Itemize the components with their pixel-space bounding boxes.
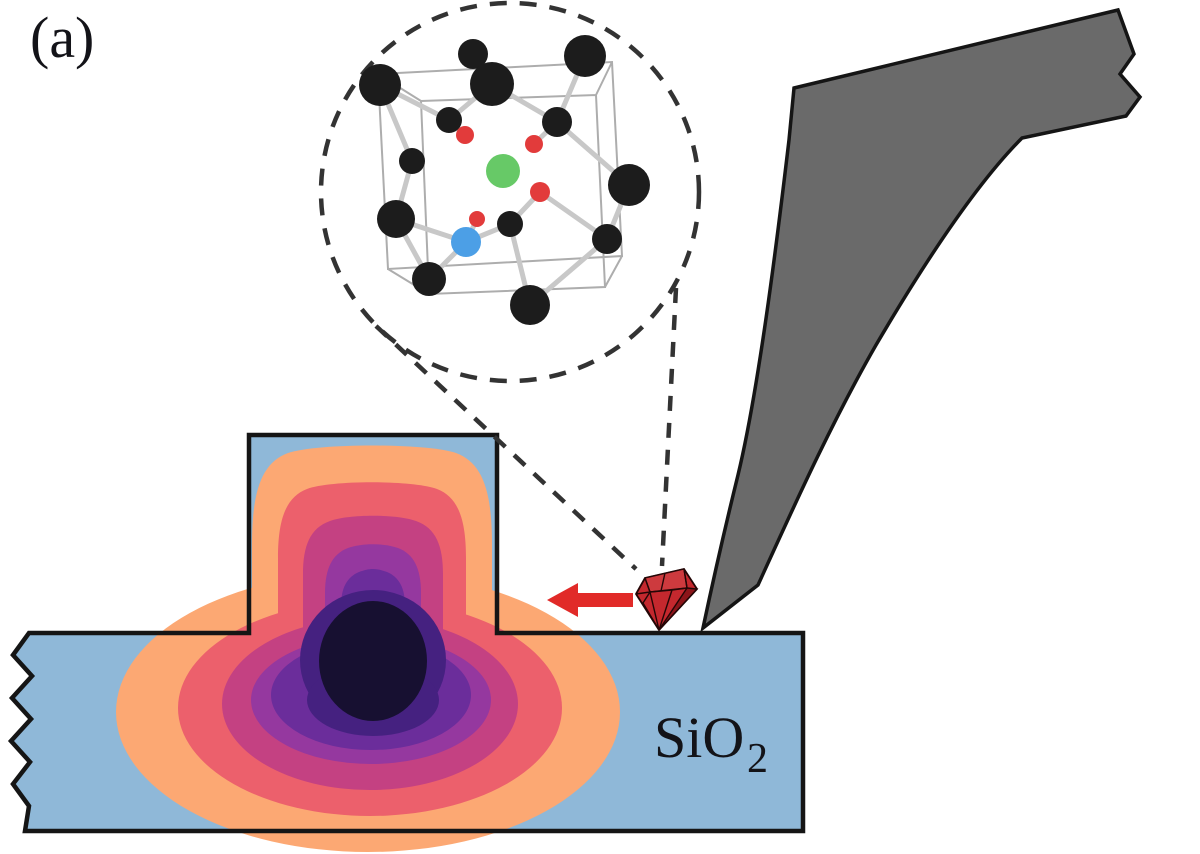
atom-black	[359, 64, 401, 106]
atom-black	[510, 285, 550, 325]
atom-red	[530, 182, 550, 202]
atom-black	[564, 35, 606, 77]
substrate-label-subscript: 2	[747, 736, 768, 782]
atom-green	[486, 154, 520, 188]
displacement-arrow	[547, 583, 633, 617]
contour-level-6	[319, 601, 427, 721]
substrate-label: SiO	[654, 705, 744, 770]
atom-black	[458, 39, 488, 69]
contour-heatmap	[116, 445, 620, 852]
molecule-atoms	[359, 35, 650, 325]
atom-black	[436, 107, 462, 133]
atom-blue	[451, 227, 481, 257]
nanodiamond-gem	[635, 568, 699, 631]
atom-black	[412, 262, 446, 296]
gem-dark-facet	[658, 587, 699, 631]
atom-black	[377, 200, 415, 238]
atom-black	[542, 107, 572, 137]
gem-facet-lines	[635, 568, 688, 631]
crystal-structure	[359, 35, 650, 325]
atom-red	[525, 135, 543, 153]
afm-cantilever-tip	[700, 7, 1143, 633]
atom-red	[469, 211, 485, 227]
atom-black	[608, 164, 650, 206]
panel-label: (a)	[30, 5, 94, 70]
zoom-callout-line-right	[659, 287, 679, 567]
atom-red	[456, 126, 474, 144]
zoom-callout-line-left	[374, 324, 638, 571]
contour-shape	[319, 601, 427, 721]
substrate-outline	[7, 432, 806, 834]
atom-black	[399, 148, 425, 174]
atom-black	[470, 62, 514, 106]
zoom-circle	[318, 0, 702, 384]
atom-black	[497, 211, 523, 237]
atom-black	[592, 224, 622, 254]
